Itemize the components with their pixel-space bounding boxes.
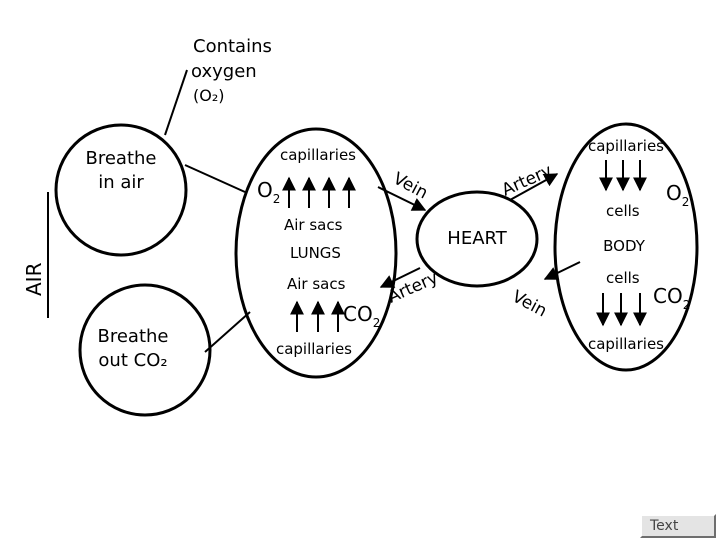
lungs-co2-up-arrows xyxy=(290,300,345,332)
vein-bottom-label: Vein xyxy=(509,287,550,322)
air-axis-label: AIR xyxy=(22,262,46,296)
contains-oxygen-note: Contains oxygen (O₂) xyxy=(164,36,272,136)
body-label: BODY xyxy=(603,237,646,255)
lungs-label: LUNGS xyxy=(290,244,341,262)
vein-top-label: Vein xyxy=(390,169,431,204)
breathe-in-line1: Breathe xyxy=(86,148,157,169)
vein-top-arrow xyxy=(377,186,427,211)
artery-top-arrow xyxy=(509,173,559,201)
breathe-in-node: Breathe in air xyxy=(54,123,188,257)
breathe-out-line2: out CO₂ xyxy=(98,350,167,371)
body-outline xyxy=(553,122,699,372)
breathe-out-circle xyxy=(78,283,212,417)
lungs-o2-label: O2 xyxy=(257,178,280,206)
artery-top-label: Artery xyxy=(499,161,555,201)
lungs-co2-label: CO2 xyxy=(343,302,380,330)
contains-line2: oxygen xyxy=(191,61,257,82)
lungs-air-sacs-top: Air sacs xyxy=(284,216,343,234)
lungs-label-box xyxy=(280,236,390,268)
body-node: capillaries O2 cells BODY cells CO2 capi… xyxy=(553,122,699,372)
body-cells-bottom: cells xyxy=(606,269,640,287)
lungs-o2-up-arrows xyxy=(282,176,356,208)
body-cells-top: cells xyxy=(606,202,640,220)
body-capillaries-top: capillaries xyxy=(588,137,664,155)
breathe-out-line1: Breathe xyxy=(98,326,169,347)
text-button[interactable]: Text xyxy=(640,514,716,538)
contains-pointer-line xyxy=(164,69,188,136)
contains-line1: Contains xyxy=(193,36,272,57)
body-o2-down-arrows xyxy=(599,160,647,192)
vein-bottom-arrow xyxy=(543,261,581,280)
heart-node: HEART xyxy=(415,190,539,288)
artery-bottom-label: Artery xyxy=(385,268,441,308)
breathe-in-line2: in air xyxy=(98,172,144,193)
body-capillaries-bottom: capillaries xyxy=(588,335,664,353)
lungs-capillaries-top: capillaries xyxy=(280,146,356,164)
contains-line3: (O₂) xyxy=(193,86,225,105)
lungs-capillaries-bottom: capillaries xyxy=(276,340,352,358)
body-label-box xyxy=(560,229,692,259)
breathe-in-circle xyxy=(54,123,188,257)
lungs-node: capillaries O2 Air sacs LUNGS Air sacs C… xyxy=(234,127,398,379)
artery-bottom-arrow xyxy=(379,267,421,288)
heart-label: HEART xyxy=(447,228,507,249)
body-co2-down-arrows xyxy=(596,293,647,327)
lungs-outline xyxy=(234,127,398,379)
heart-outline xyxy=(415,190,539,288)
breathe-out-connector xyxy=(204,311,251,353)
lungs-air-sacs-bottom: Air sacs xyxy=(287,275,346,293)
body-co2-label: CO2 xyxy=(653,284,690,312)
breathe-in-connector xyxy=(184,164,246,193)
breathe-out-node: Breathe out CO₂ xyxy=(78,283,212,417)
body-o2-label: O2 xyxy=(666,181,689,209)
